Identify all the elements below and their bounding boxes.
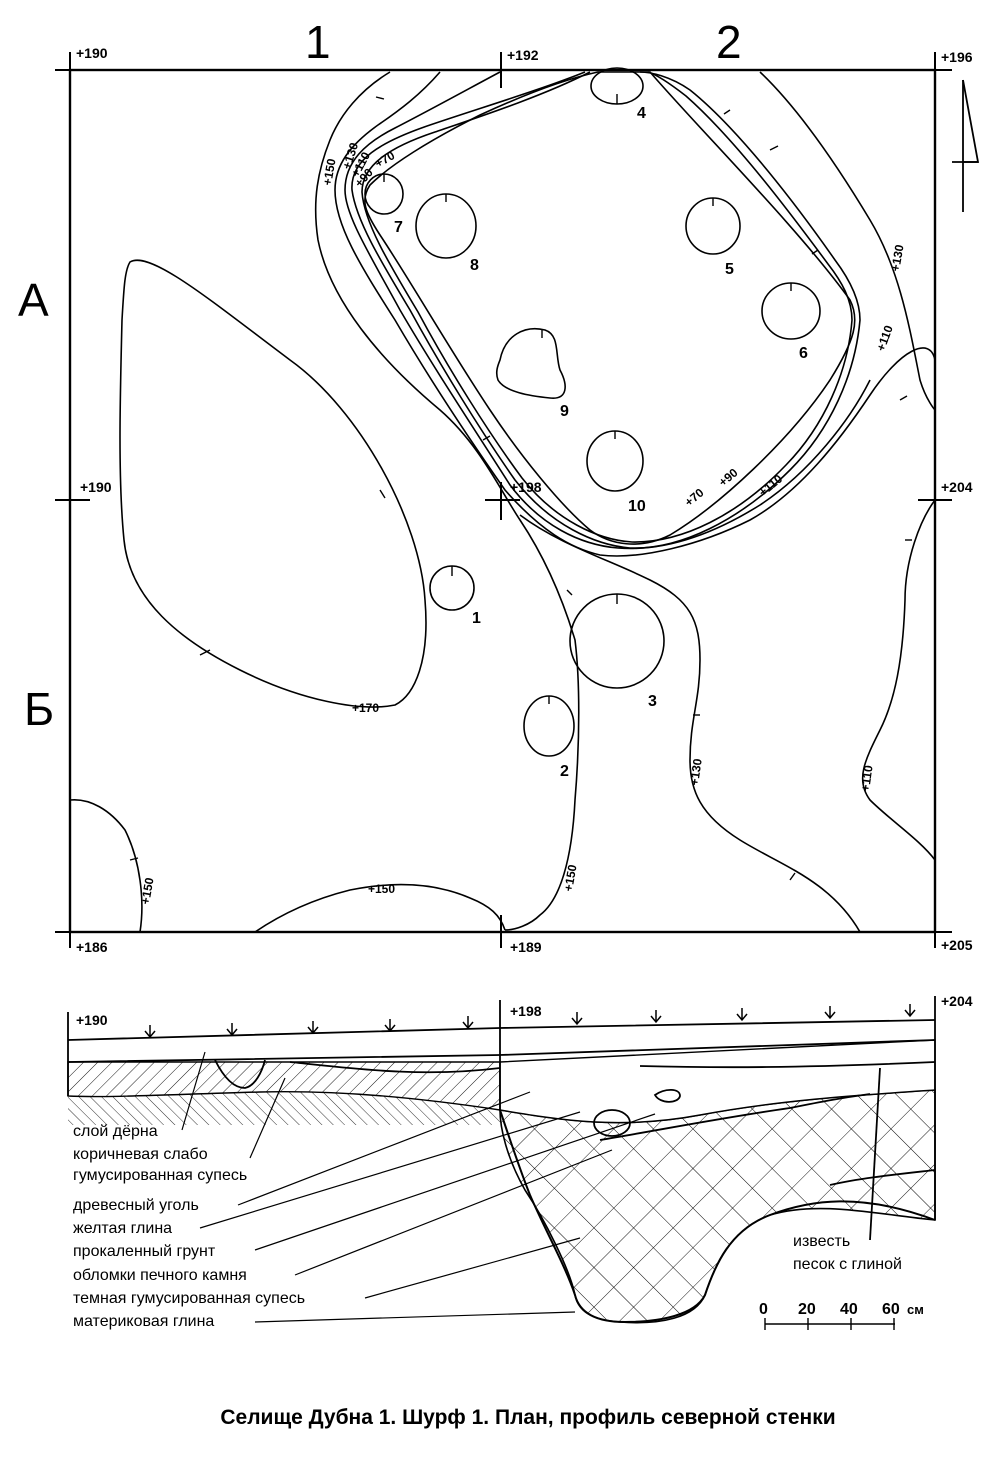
profile-elev-middle: +198 (510, 1003, 542, 1019)
contour-label: +70 (373, 148, 398, 170)
contour-label: +130 (888, 243, 907, 272)
elev-mid-left: +190 (80, 479, 112, 495)
pit-9 (495, 328, 566, 399)
profile-elev-right: +204 (941, 993, 973, 1009)
elev-mid-right: +204 (941, 479, 973, 495)
row-label-b: Б (24, 683, 54, 735)
svg-text:20: 20 (798, 1301, 816, 1318)
pit-label-8: 8 (470, 257, 479, 274)
legend-stove-stones: обломки печного камня (73, 1267, 247, 1284)
legend-sod: слой дёрна (73, 1123, 158, 1140)
pit-label-5: 5 (725, 261, 734, 278)
legend-brown-loam-2: гумусированная супесь (73, 1167, 247, 1184)
pit-10 (586, 430, 644, 492)
pit-label-2: 2 (560, 763, 569, 780)
svg-text:0: 0 (759, 1301, 768, 1318)
legend-charcoal: древесный уголь (73, 1197, 199, 1214)
contour-label: +150 (320, 157, 339, 186)
contour-150 (314, 71, 580, 931)
pit-5 (685, 197, 741, 255)
svg-text:см: см (907, 1302, 924, 1317)
pit-6 (761, 282, 821, 340)
column-label-1: 1 (305, 16, 331, 68)
contour-label: +110 (756, 471, 785, 499)
contour-label: +110 (874, 323, 896, 353)
contour-label: +150 (561, 863, 580, 892)
subsoil-clay (499, 1089, 936, 1324)
elev-top-left: +190 (76, 45, 108, 61)
elev-bottom-mid: +189 (510, 939, 542, 955)
elev-top-mid: +192 (507, 47, 539, 63)
elev-bottom-left: +186 (76, 939, 108, 955)
pit-label-10: 10 (628, 498, 646, 515)
grid-markers (55, 52, 952, 948)
svg-text:40: 40 (840, 1301, 858, 1318)
legend-brown-loam-1: коричневая слабо (73, 1146, 208, 1163)
contour-label: +150 (138, 876, 157, 905)
pit-8 (415, 193, 477, 259)
pit-3 (569, 593, 665, 689)
contour-110 (344, 71, 871, 550)
pit-label-1: 1 (472, 610, 481, 627)
row-label-a: А (18, 274, 49, 326)
legend-dark-humus: темная гумусированная супесь (73, 1290, 305, 1307)
north-arrow-icon (952, 79, 980, 212)
pit-label-6: 6 (799, 345, 808, 362)
pit-label-3: 3 (648, 693, 657, 710)
pit-label-7: 7 (394, 219, 403, 236)
legend-yellow-clay: желтая глина (73, 1220, 172, 1237)
legend-burnt-soil: прокаленный грунт (73, 1243, 216, 1260)
scale-bar: 0 20 40 60 см (759, 1301, 924, 1330)
contour-label: +90 (716, 465, 741, 489)
profile-elev-left: +190 (76, 1012, 108, 1028)
label-lime: известь (793, 1233, 850, 1250)
contour-label: +70 (682, 485, 707, 509)
elev-center: +198 (510, 479, 542, 495)
contour-label: +170 (352, 701, 379, 715)
column-label-2: 2 (716, 16, 742, 68)
legend-subsoil-clay: материковая глина (73, 1313, 214, 1330)
pit-label-4: 4 (637, 105, 646, 122)
contour-label: +150 (368, 882, 395, 896)
elev-bottom-right: +205 (941, 937, 973, 953)
pit-label-9: 9 (560, 403, 569, 420)
contour-label: +110 (858, 764, 876, 792)
elev-top-right: +196 (941, 49, 973, 65)
pit-outline (364, 71, 856, 545)
contour-170 (119, 259, 427, 708)
contour-130 (334, 71, 936, 557)
contour-label: +130 (687, 757, 705, 786)
dark-humus-loam (499, 1039, 936, 1124)
figure-caption: Селище Дубна 1. Шурф 1. План, профиль се… (220, 1406, 836, 1429)
pit-2 (523, 695, 575, 757)
ground-surface (67, 1019, 936, 1041)
svg-text:60: 60 (882, 1301, 900, 1318)
north-wall-profile: +190 +198 +204 слой дёрна коричневая сла… (67, 993, 973, 1330)
label-sand-clay: песок с глиной (793, 1256, 902, 1273)
excavation-plan: 1 2 А Б +190 +192 +196 +190 +198 +204 +1… (18, 16, 980, 955)
